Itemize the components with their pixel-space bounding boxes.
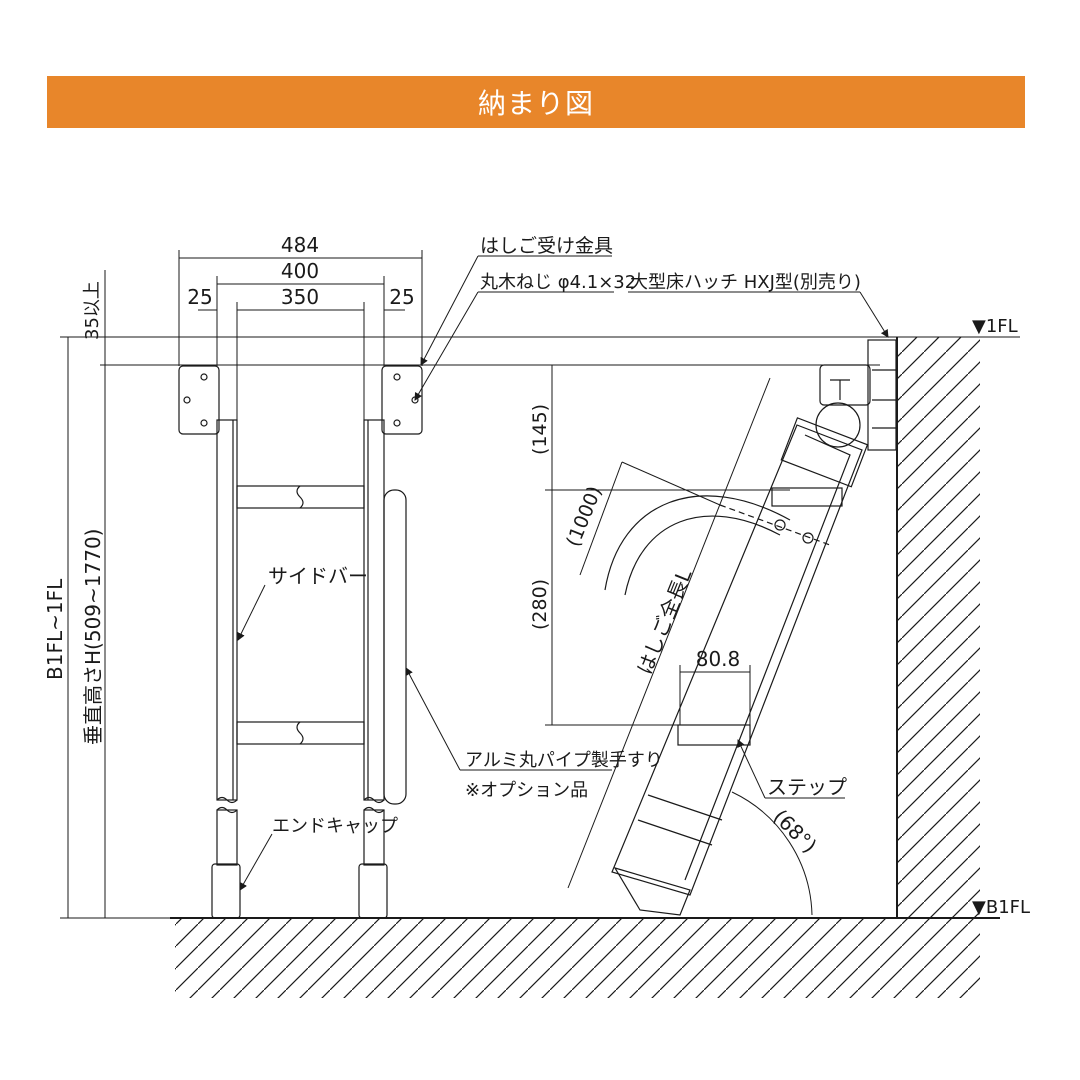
dim-1000: (1000)	[562, 483, 606, 550]
left-dimensions	[60, 270, 175, 919]
hatch-leader	[859, 291, 889, 338]
floor-hatch	[175, 918, 980, 998]
dim-350: 350	[281, 285, 319, 309]
side-bar-label: サイドバー	[268, 564, 368, 588]
end-cap-leader	[239, 833, 273, 891]
dim-145: (145)	[529, 404, 551, 455]
side-view	[604, 339, 897, 916]
step-leader	[737, 739, 766, 799]
screw-label: 丸木ねじ φ4.1×32	[480, 272, 636, 293]
side-dimensions	[545, 365, 813, 916]
wall-hatch	[897, 337, 980, 918]
front-view	[178, 365, 423, 919]
step-label: ステップ	[767, 775, 847, 799]
dim-400: 400	[281, 259, 319, 283]
side-bar-leader	[237, 584, 266, 641]
dim-80-8: 80.8	[696, 647, 741, 671]
hatch-label: 大型床ハッチ HXJ型(別売り)	[630, 272, 861, 293]
option-label: ※オプション品	[465, 780, 588, 801]
page-title: 納まり図	[477, 87, 594, 120]
dim-25-left: 25	[187, 285, 212, 309]
floor-b1fl-label: ▼B1FL	[972, 897, 1030, 918]
vertical-height-label: 垂直高さH(509~1770)	[81, 529, 105, 745]
bracket-label: はしご受け金具	[480, 235, 613, 257]
bracket-leader	[420, 255, 479, 366]
dim-484: 484	[281, 233, 319, 257]
dim-35: 35以上	[82, 281, 103, 340]
handrail-leader	[405, 667, 461, 771]
floor-1fl-label: ▼1FL	[972, 316, 1018, 337]
angle-label: (68°)	[768, 805, 821, 858]
b1fl-1fl-label: B1FL~1FL	[43, 578, 67, 680]
end-cap-label: エンドキャップ	[272, 816, 398, 837]
total-length-label: はしご全長L	[632, 565, 696, 678]
top-dimensions	[178, 250, 423, 420]
dim-280: (280)	[529, 579, 551, 630]
dim-25-right: 25	[389, 285, 414, 309]
screw-leader	[414, 291, 479, 401]
title-banner: 納まり図	[47, 76, 1025, 128]
handrail-label: アルミ丸パイプ製手すり	[465, 750, 663, 771]
